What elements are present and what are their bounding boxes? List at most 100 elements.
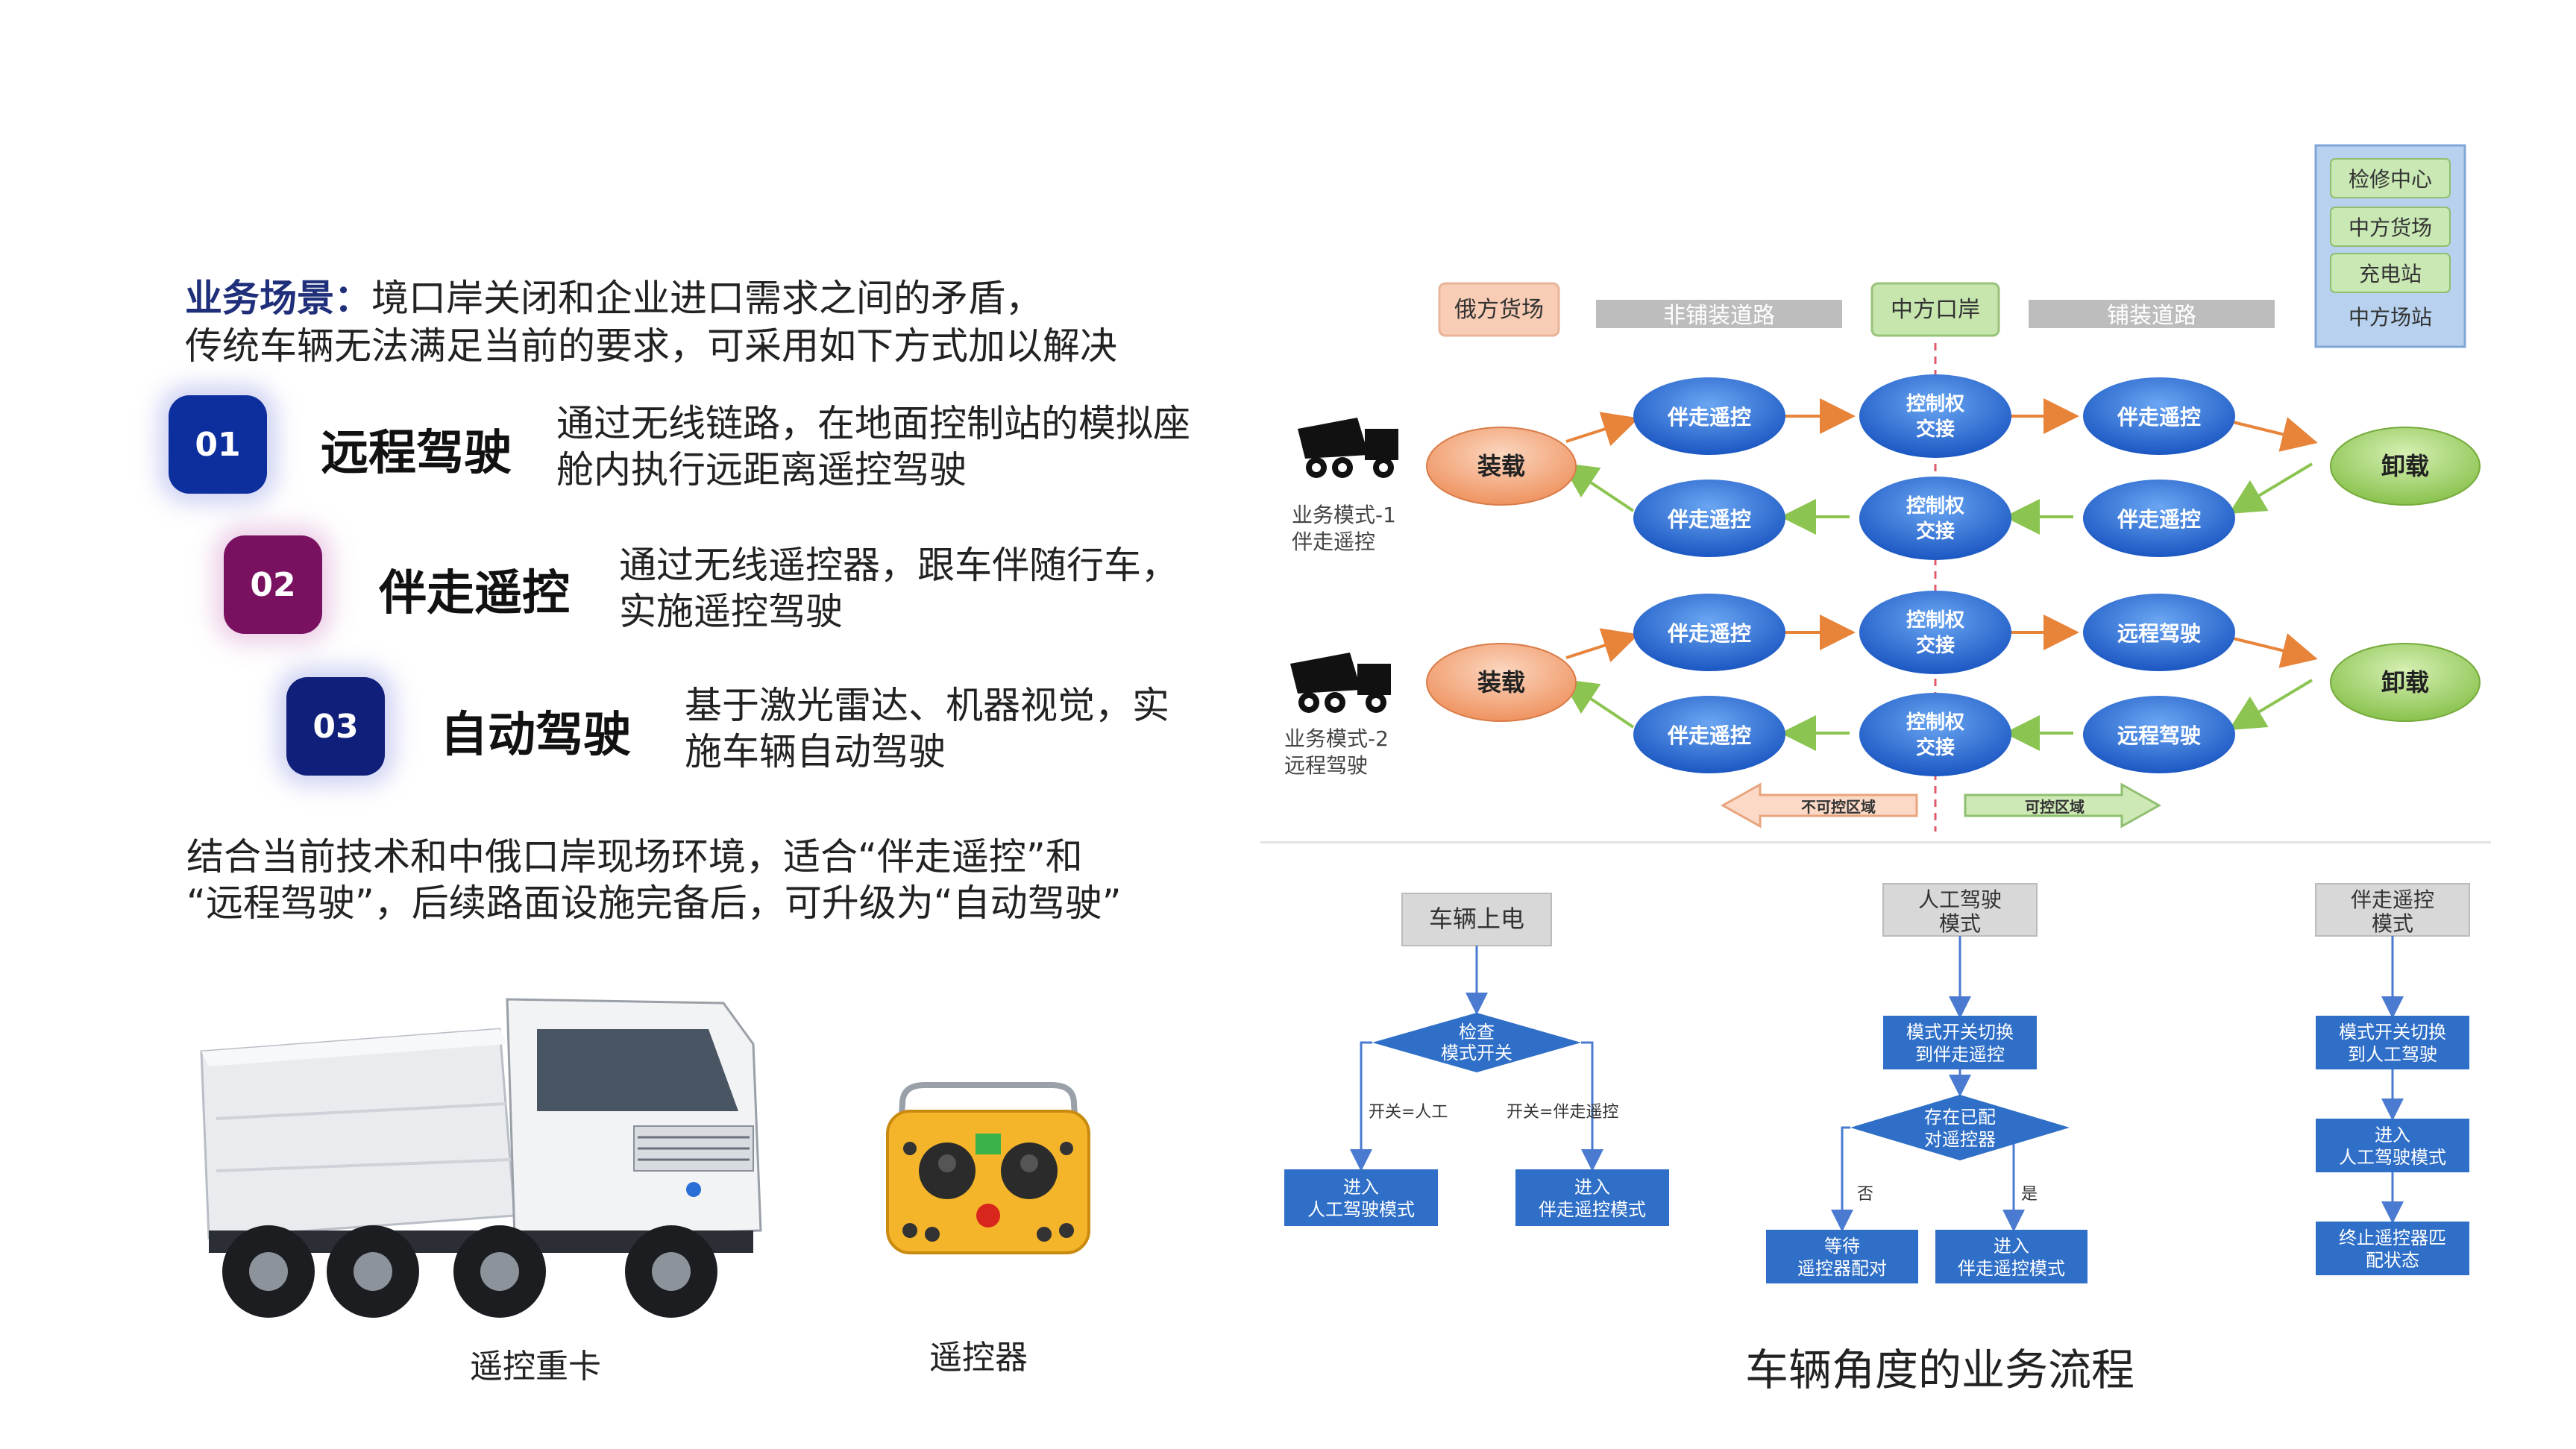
companion-node [2083, 377, 2235, 455]
handover-label2: 交接 [1916, 520, 1955, 543]
companion-node [1633, 696, 1785, 773]
method-title-companion: 伴走遥控 [379, 566, 570, 621]
site-yard: 中方货场 [2349, 216, 2432, 240]
switch-to-manual-label2: 到人工驾驶 [2348, 1044, 2437, 1065]
remote-drive-label: 远程驾驶 [2117, 723, 2201, 748]
mode2-label1: 业务模式-2 [1284, 726, 1389, 751]
load-label-2: 装载 [1477, 668, 1525, 697]
zone-paved: 铺装道路 [2107, 303, 2196, 329]
unload-label-2: 卸载 [2381, 668, 2429, 697]
wait-pairing-box [1766, 1230, 1918, 1283]
wait-pairing-label2: 遥控器配对 [1797, 1258, 1887, 1279]
uncontrollable-arrow [1720, 782, 1918, 829]
method-desc-remote-driving: 通过无线链路，在地面控制站的模拟座 舱内执行远距离遥控驾驶 [556, 400, 1190, 493]
switch-to-companion-label1: 模式开关切换 [1906, 1022, 2014, 1043]
intro-line1: 境口岸关闭和企业进口需求之间的矛盾， [371, 277, 1043, 320]
handover-label1: 控制权 [1906, 609, 1964, 632]
companion-label: 伴走遥控 [2117, 507, 2201, 532]
companion-mode-box [2315, 883, 2470, 937]
method-desc-line: 舱内执行远距离遥控驾驶 [556, 448, 967, 491]
switch-to-manual-label1: 模式开关切换 [2339, 1022, 2446, 1043]
truck-caption: 遥控重卡 [470, 1348, 601, 1386]
companion-label: 伴走遥控 [1667, 621, 1751, 646]
companion-node [1633, 480, 1785, 557]
method-desc-line: 通过无线链路，在地面控制站的模拟座 [556, 402, 1190, 445]
switch-to-companion-label2: 到伴走遥控 [1915, 1044, 2005, 1065]
controllable-label: 可控区域 [2025, 798, 2085, 816]
no-label: 否 [1857, 1185, 1873, 1204]
flowchart-caption: 车辆角度的业务流程 [1745, 1345, 2135, 1395]
summary-text: 结合当前技术和中俄口岸现场环境，适合“伴走遥控”和 “远程驾驶”，后续路面设施完… [186, 834, 1231, 926]
handover-label1: 控制权 [1906, 393, 1964, 415]
method-desc-line: 实施遥控驾驶 [619, 590, 843, 633]
companion-label: 伴走遥控 [1667, 405, 1751, 430]
truck-icon [1290, 653, 1391, 713]
remote-drive-node [2083, 696, 2235, 773]
method-desc-line: 基于激光雷达、机器视觉，实 [685, 684, 1169, 727]
handover-node [1859, 693, 2011, 776]
method-badge-01: 01 [169, 395, 267, 494]
handover-label2: 交接 [1916, 418, 1955, 441]
paired-label1: 存在已配 [1924, 1107, 1996, 1128]
remote-drive-node [2083, 594, 2235, 671]
remote-controller-image [886, 1082, 1090, 1254]
method-desc-line: 施车辆自动驾驶 [685, 730, 946, 773]
check-label2: 模式开关 [1441, 1043, 1512, 1063]
unload-node-1 [2330, 427, 2481, 506]
companion-label: 伴走遥控 [2117, 405, 2201, 430]
paired-diamond [1850, 1095, 2070, 1160]
mode2-flow [1561, 615, 2318, 751]
yes-label: 是 [2021, 1185, 2038, 1204]
remote-drive-label: 远程驾驶 [2117, 621, 2201, 646]
manual-mode-label1: 人工驾驶 [1918, 887, 2002, 912]
remote-caption: 遥控器 [929, 1339, 1028, 1377]
site-station: 中方场站 [2349, 305, 2432, 330]
enter-manual-box [1284, 1169, 1438, 1226]
vehicle-flowchart: 车辆上电 检查 模式开关 开关=人工 开关=伴走遥控 进入 人工驾驶模式 进入 … [1284, 883, 2470, 1283]
switch-to-manual-box [2316, 1016, 2469, 1069]
mode1-label1: 业务模式-1 [1292, 503, 1396, 527]
enter-manual-label2: 人工驾驶模式 [1307, 1199, 1415, 1220]
terminate-pairing-box [2316, 1222, 2469, 1275]
site-repair: 检修中心 [2349, 167, 2432, 192]
zone-paved-bar [2029, 300, 2275, 328]
paired-label2: 对遥控器 [1924, 1129, 1996, 1150]
method-badge-03: 03 [286, 677, 385, 776]
method-badge-02: 02 [224, 535, 322, 634]
companion-label: 伴走遥控 [1667, 723, 1751, 748]
handover-node [1859, 374, 2011, 458]
business-mode-diagram: 俄方货场 非铺装道路 中方口岸 铺装道路 检修中心 中方货场 充电站 中方场站 … [1284, 144, 2481, 832]
mode2-label2: 远程驾驶 [1284, 753, 1368, 778]
site-charging: 充电站 [2359, 262, 2422, 286]
enter-manual-label1: 进入 [1343, 1177, 1379, 1198]
dump-truck-image [200, 998, 762, 1318]
manual-mode-box [1882, 883, 2038, 937]
check-label1: 检查 [1459, 1022, 1495, 1043]
intro-keyword: 业务场景： [185, 277, 371, 320]
terminate-pairing-label1: 终止遥控器匹 [2339, 1228, 2446, 1248]
summary-line1: 结合当前技术和中俄口岸现场环境，适合“伴走遥控”和 [186, 835, 1083, 878]
power-on-label: 车辆上电 [1429, 905, 1524, 933]
mode1-flow [1561, 398, 2318, 535]
terminate-pairing-label2: 配状态 [2366, 1250, 2419, 1271]
uncontrollable-label: 不可控区域 [1801, 798, 1876, 816]
companion-node [2083, 480, 2235, 557]
companion-node [1633, 377, 1785, 455]
method-title-remote-driving: 远程驾驶 [321, 426, 512, 481]
zone-russia-box [1438, 282, 1560, 337]
manual-mode-label2: 模式 [1939, 911, 1981, 936]
companion-label: 伴走遥控 [1667, 507, 1751, 532]
mode1-label2: 伴走遥控 [1292, 529, 1375, 554]
unload-label-1: 卸载 [2381, 452, 2429, 480]
enter-manual-b-label1: 进入 [2375, 1125, 2410, 1145]
handover-label2: 交接 [1916, 736, 1955, 759]
zone-unpaved: 非铺装道路 [1663, 303, 1775, 329]
check-switch-diamond [1372, 1013, 1581, 1072]
summary-line2: “远程驾驶”，后续路面设施完备后，可升级为“自动驾驶” [186, 881, 1122, 925]
method-title-autonomous: 自动驾驶 [440, 708, 631, 763]
enter-companion-b-box [1935, 1230, 2087, 1283]
enter-companion-label1: 进入 [1574, 1177, 1610, 1198]
controllable-arrow [1964, 782, 2162, 829]
intro-text: 业务场景：境口岸关闭和企业进口需求之间的矛盾， 传统车辆无法满足当前的要求，可采… [185, 274, 1229, 370]
branch-companion-label: 开关=伴走遥控 [1507, 1103, 1618, 1122]
